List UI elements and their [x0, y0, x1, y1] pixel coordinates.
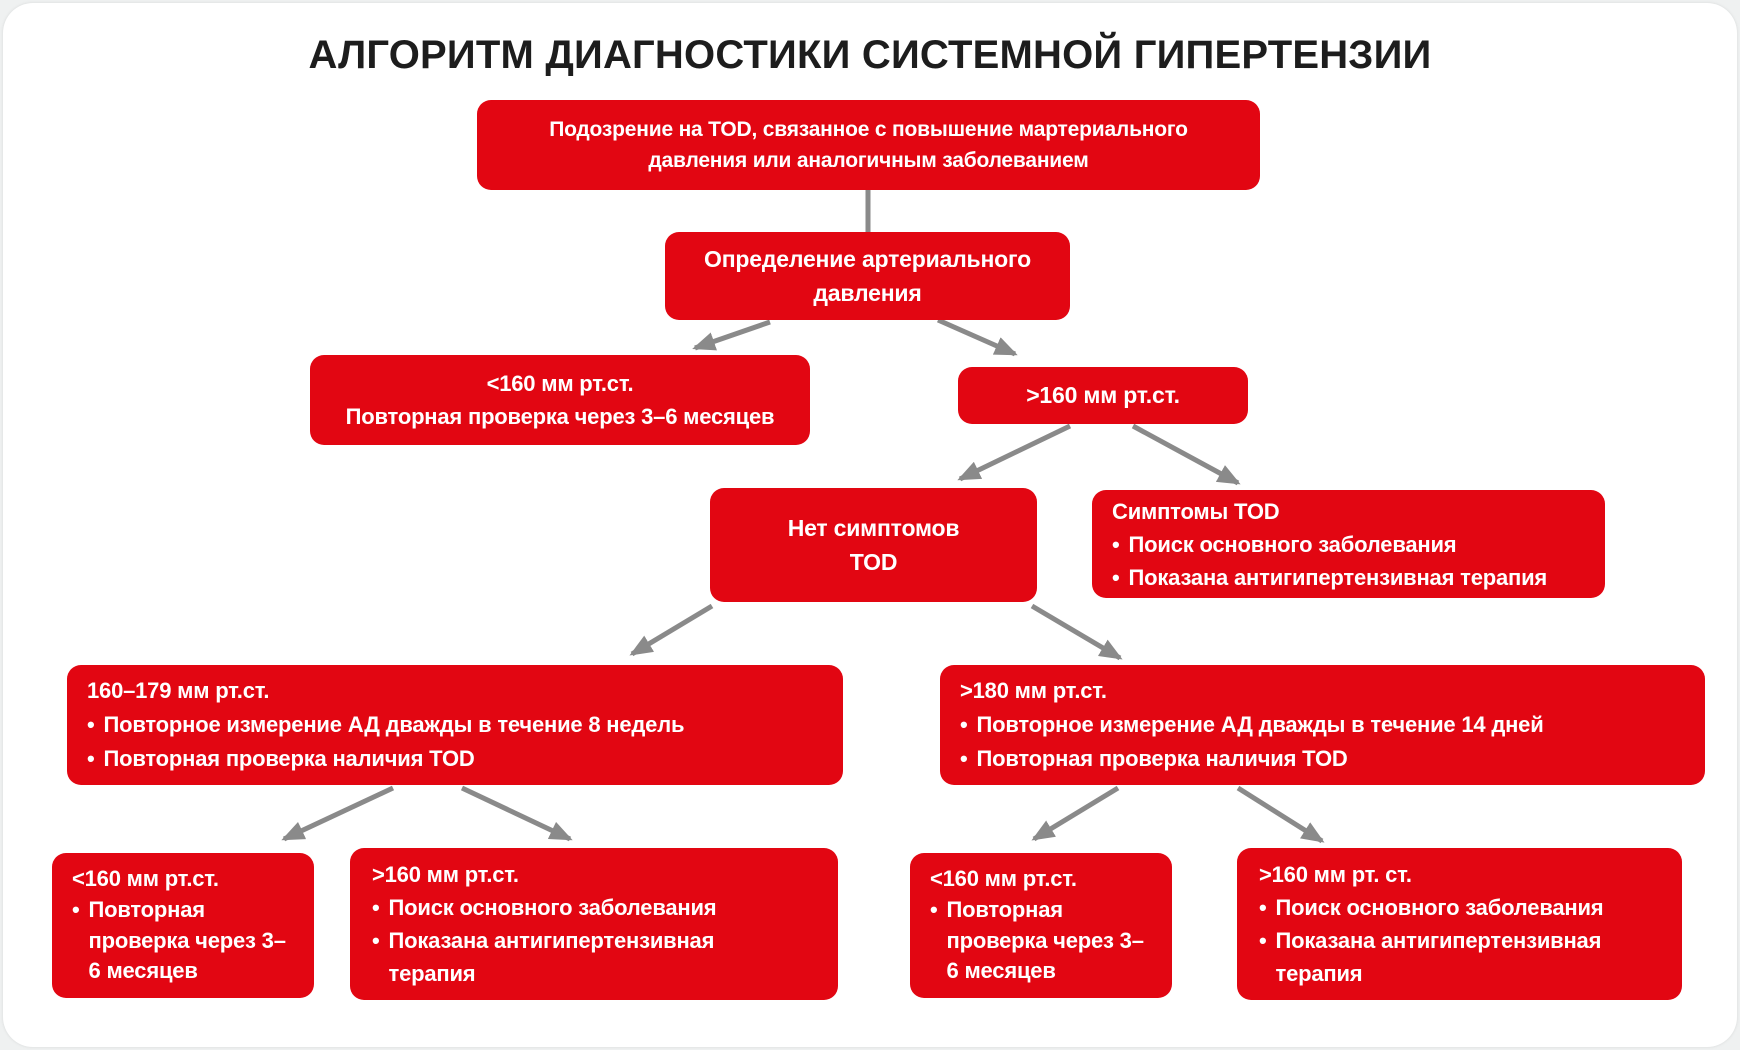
- bullet-dot: •: [960, 711, 968, 737]
- node-line: давления или аналогичным заболеванием: [648, 149, 1089, 172]
- bullet-text: Повторная проверка наличия TOD: [103, 746, 475, 772]
- node-line: Повторная проверка через 3–6 месяцев: [345, 404, 775, 429]
- bullet-text: Повторное измерение АД дважды в течение …: [976, 711, 1544, 737]
- bullet-item: • Показана антигипертензивная терапия: [1259, 924, 1652, 990]
- node-below160-recheck: <160 мм рт.ст. Повторная проверка через …: [310, 355, 810, 445]
- bullet-item: • Повторное измерение АД дважды в течени…: [960, 708, 1685, 742]
- node-below160-right: <160 мм рт.ст. • Повторная проверка чере…: [910, 853, 1172, 998]
- bullet-dot: •: [87, 746, 95, 772]
- node-line: >160 мм рт.ст.: [1026, 382, 1180, 409]
- node-header: >180 мм рт.ст.: [960, 677, 1107, 703]
- node-no-tod-symptoms: Нет симптомов TOD: [710, 488, 1037, 602]
- bullet-dot: •: [1112, 531, 1120, 557]
- bullet-dot: •: [372, 928, 380, 953]
- node-line: давления: [813, 280, 922, 306]
- bullet-dot: •: [1259, 928, 1267, 953]
- bullet-item: • Показана антигипертензивная терапия: [1112, 561, 1585, 594]
- diagram-title: АЛГОРИТМ ДИАГНОСТИКИ СИСТЕМНОЙ ГИПЕРТЕНЗ…: [308, 33, 1432, 77]
- node-header: >160 мм рт.ст.: [372, 862, 519, 887]
- node-bp-measurement: Определение артериального давления: [665, 232, 1070, 320]
- node-160-179: 160–179 мм рт.ст. • Повторное измерение …: [67, 665, 843, 785]
- node-line: Подозрение на TOD, связанное с повышение…: [549, 117, 1188, 141]
- bullet-dot: •: [87, 711, 95, 737]
- node-suspicion-tod: Подозрение на TOD, связанное с повышение…: [477, 100, 1260, 190]
- bullet-item: • Повторная проверка через 3–6 месяцев: [72, 895, 290, 987]
- bullet-text: Повторная проверка через 3–6 месяцев: [88, 896, 286, 984]
- bullet-item: • Показана антигипертензивная терапия: [372, 924, 802, 990]
- node-line: TOD: [849, 549, 898, 575]
- bullet-text: Поиск основного заболевания: [1128, 531, 1457, 557]
- bullet-dot: •: [1112, 564, 1120, 590]
- node-tod-symptoms: Симптомы TOD • Поиск основного заболеван…: [1092, 490, 1605, 598]
- node-header: >160 мм рт. ст.: [1259, 862, 1412, 887]
- bullet-item: • Повторная проверка наличия TOD: [87, 742, 823, 776]
- bullet-text: Повторное измерение АД дважды в течение …: [103, 711, 685, 737]
- node-above160-right: >160 мм рт. ст. • Поиск основного заболе…: [1237, 848, 1682, 1000]
- bullet-text: Поиск основного заболевания: [388, 895, 717, 920]
- node-header: <160 мм рт.ст.: [930, 865, 1077, 891]
- node-line: <160 мм рт.ст.: [486, 371, 634, 396]
- bullet-item: • Повторная проверка наличия TOD: [960, 742, 1685, 776]
- bullet-text: Показана антигипертензивная терапия: [1128, 564, 1548, 590]
- bullet-dot: •: [1259, 895, 1267, 920]
- bullet-text: Повторная проверка наличия TOD: [976, 746, 1348, 772]
- node-above180: >180 мм рт.ст. • Повторное измерение АД …: [940, 665, 1705, 785]
- bullet-text: Показана антигипертензивная терапия: [1275, 928, 1602, 986]
- bullet-dot: •: [72, 896, 80, 922]
- node-header: <160 мм рт.ст.: [72, 865, 219, 891]
- bullet-item: • Повторное измерение АД дважды в течени…: [87, 708, 823, 742]
- bullet-text: Поиск основного заболевания: [1275, 895, 1604, 920]
- bullet-text: Показана антигипертензивная терапия: [388, 928, 715, 986]
- node-above160: >160 мм рт.ст.: [958, 367, 1248, 424]
- bullet-item: • Поиск основного заболевания: [372, 891, 802, 924]
- node-above160-left: >160 мм рт.ст. • Поиск основного заболев…: [350, 848, 838, 1000]
- node-line: Нет симптомов: [787, 514, 960, 541]
- bullet-dot: •: [372, 895, 380, 920]
- bullet-item: • Поиск основного заболевания: [1112, 528, 1585, 561]
- node-line: Определение артериального: [704, 245, 1031, 272]
- bullet-text: Повторная проверка через 3–6 месяцев: [946, 896, 1144, 984]
- node-below160-left: <160 мм рт.ст. • Повторная проверка чере…: [52, 853, 314, 998]
- node-header: Симптомы TOD: [1112, 498, 1280, 524]
- bullet-item: • Повторная проверка через 3–6 месяцев: [930, 895, 1148, 987]
- node-header: 160–179 мм рт.ст.: [87, 677, 270, 703]
- bullet-dot: •: [960, 746, 968, 772]
- bullet-dot: •: [930, 896, 938, 922]
- bullet-item: • Поиск основного заболевания: [1259, 891, 1652, 924]
